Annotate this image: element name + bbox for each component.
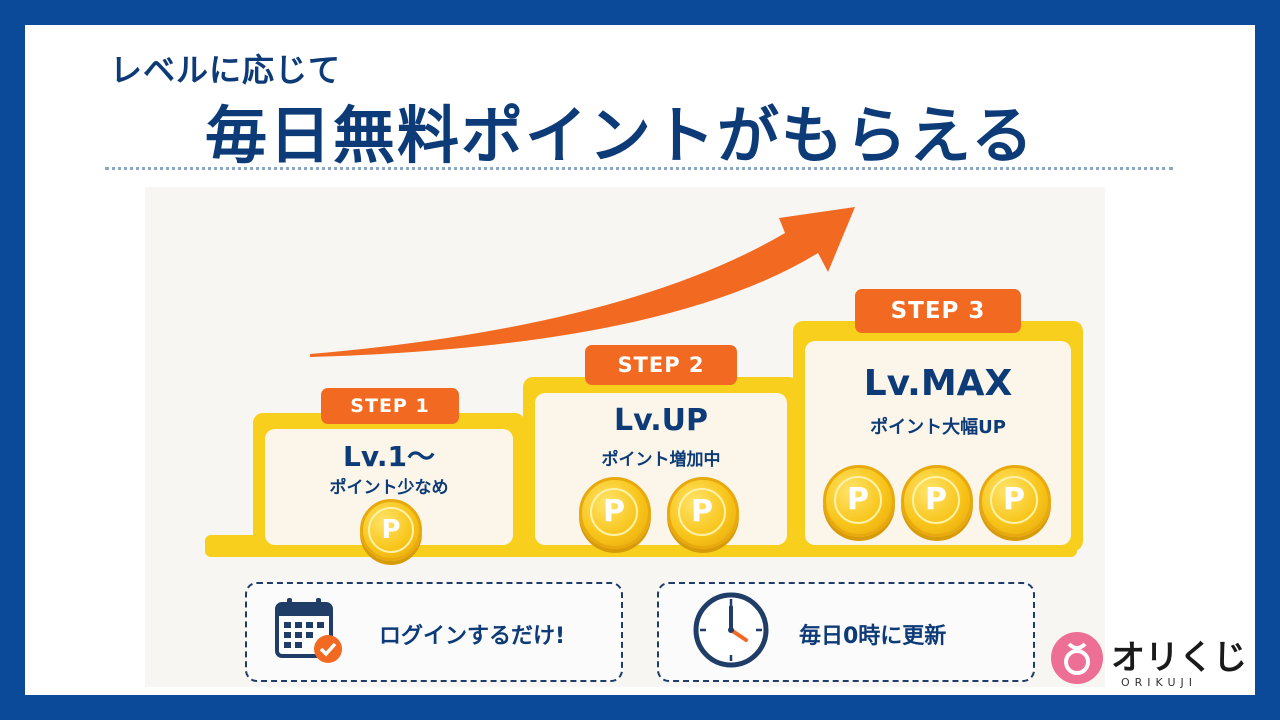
step-3: Lv.MAX ポイント大幅UP P P P [793, 321, 1083, 551]
step-1-card: Lv.1〜 ポイント少なめ P [265, 429, 513, 561]
logo-icon [1051, 632, 1103, 684]
step-2-card: Lv.UP ポイント増加中 P P [535, 393, 787, 549]
step-1-badge: STEP 1 [321, 388, 459, 424]
subtitle: レベルに応じて [110, 51, 342, 89]
info-login-text: ログインするだけ! [379, 624, 566, 649]
step-3-level: Lv.MAX [863, 363, 1013, 404]
divider [105, 167, 1173, 170]
growth-arrow-icon [310, 207, 855, 357]
logo-text: オリくじ [1111, 638, 1247, 678]
level-illustration: Lv.1〜 ポイント少なめ P STEP 1 Lv.UP ポイント増加中 P P… [145, 187, 1105, 687]
coin-icon: P [901, 465, 973, 537]
step-1-desc: ポイント少なめ [329, 478, 449, 498]
step-2-badge: STEP 2 [585, 345, 737, 385]
info-update-text: 毎日0時に更新 [799, 624, 947, 649]
step-3-badge: STEP 3 [855, 289, 1021, 333]
logo-subtext: ORIKUJI [1121, 676, 1198, 689]
step-3-card: Lv.MAX ポイント大幅UP P P P [805, 341, 1071, 545]
info-update: 毎日0時に更新 [657, 582, 1035, 682]
calendar-check-icon [275, 598, 342, 663]
coin-icon: P [979, 465, 1051, 537]
main-panel: レベルに応じて 毎日無料ポイントがもらえる Lv.1〜 ポイント少なめ P ST… [25, 25, 1255, 695]
coin-icon: P [823, 465, 895, 537]
step-3-desc: ポイント大幅UP [870, 417, 1006, 438]
page-title: 毎日無料ポイントがもらえる [205, 99, 1036, 172]
step-2: Lv.UP ポイント増加中 P P [523, 377, 799, 551]
coin-icon: P [579, 477, 651, 549]
coin-icon: P [667, 477, 739, 549]
step-2-level: Lv.UP [614, 403, 708, 438]
clock-icon [693, 592, 769, 668]
coin-icon: P [360, 499, 422, 561]
info-login: ログインするだけ! [245, 582, 623, 682]
step-1: Lv.1〜 ポイント少なめ P [253, 413, 525, 561]
step-2-desc: ポイント増加中 [601, 450, 721, 470]
step-1-level: Lv.1〜 [343, 440, 435, 473]
